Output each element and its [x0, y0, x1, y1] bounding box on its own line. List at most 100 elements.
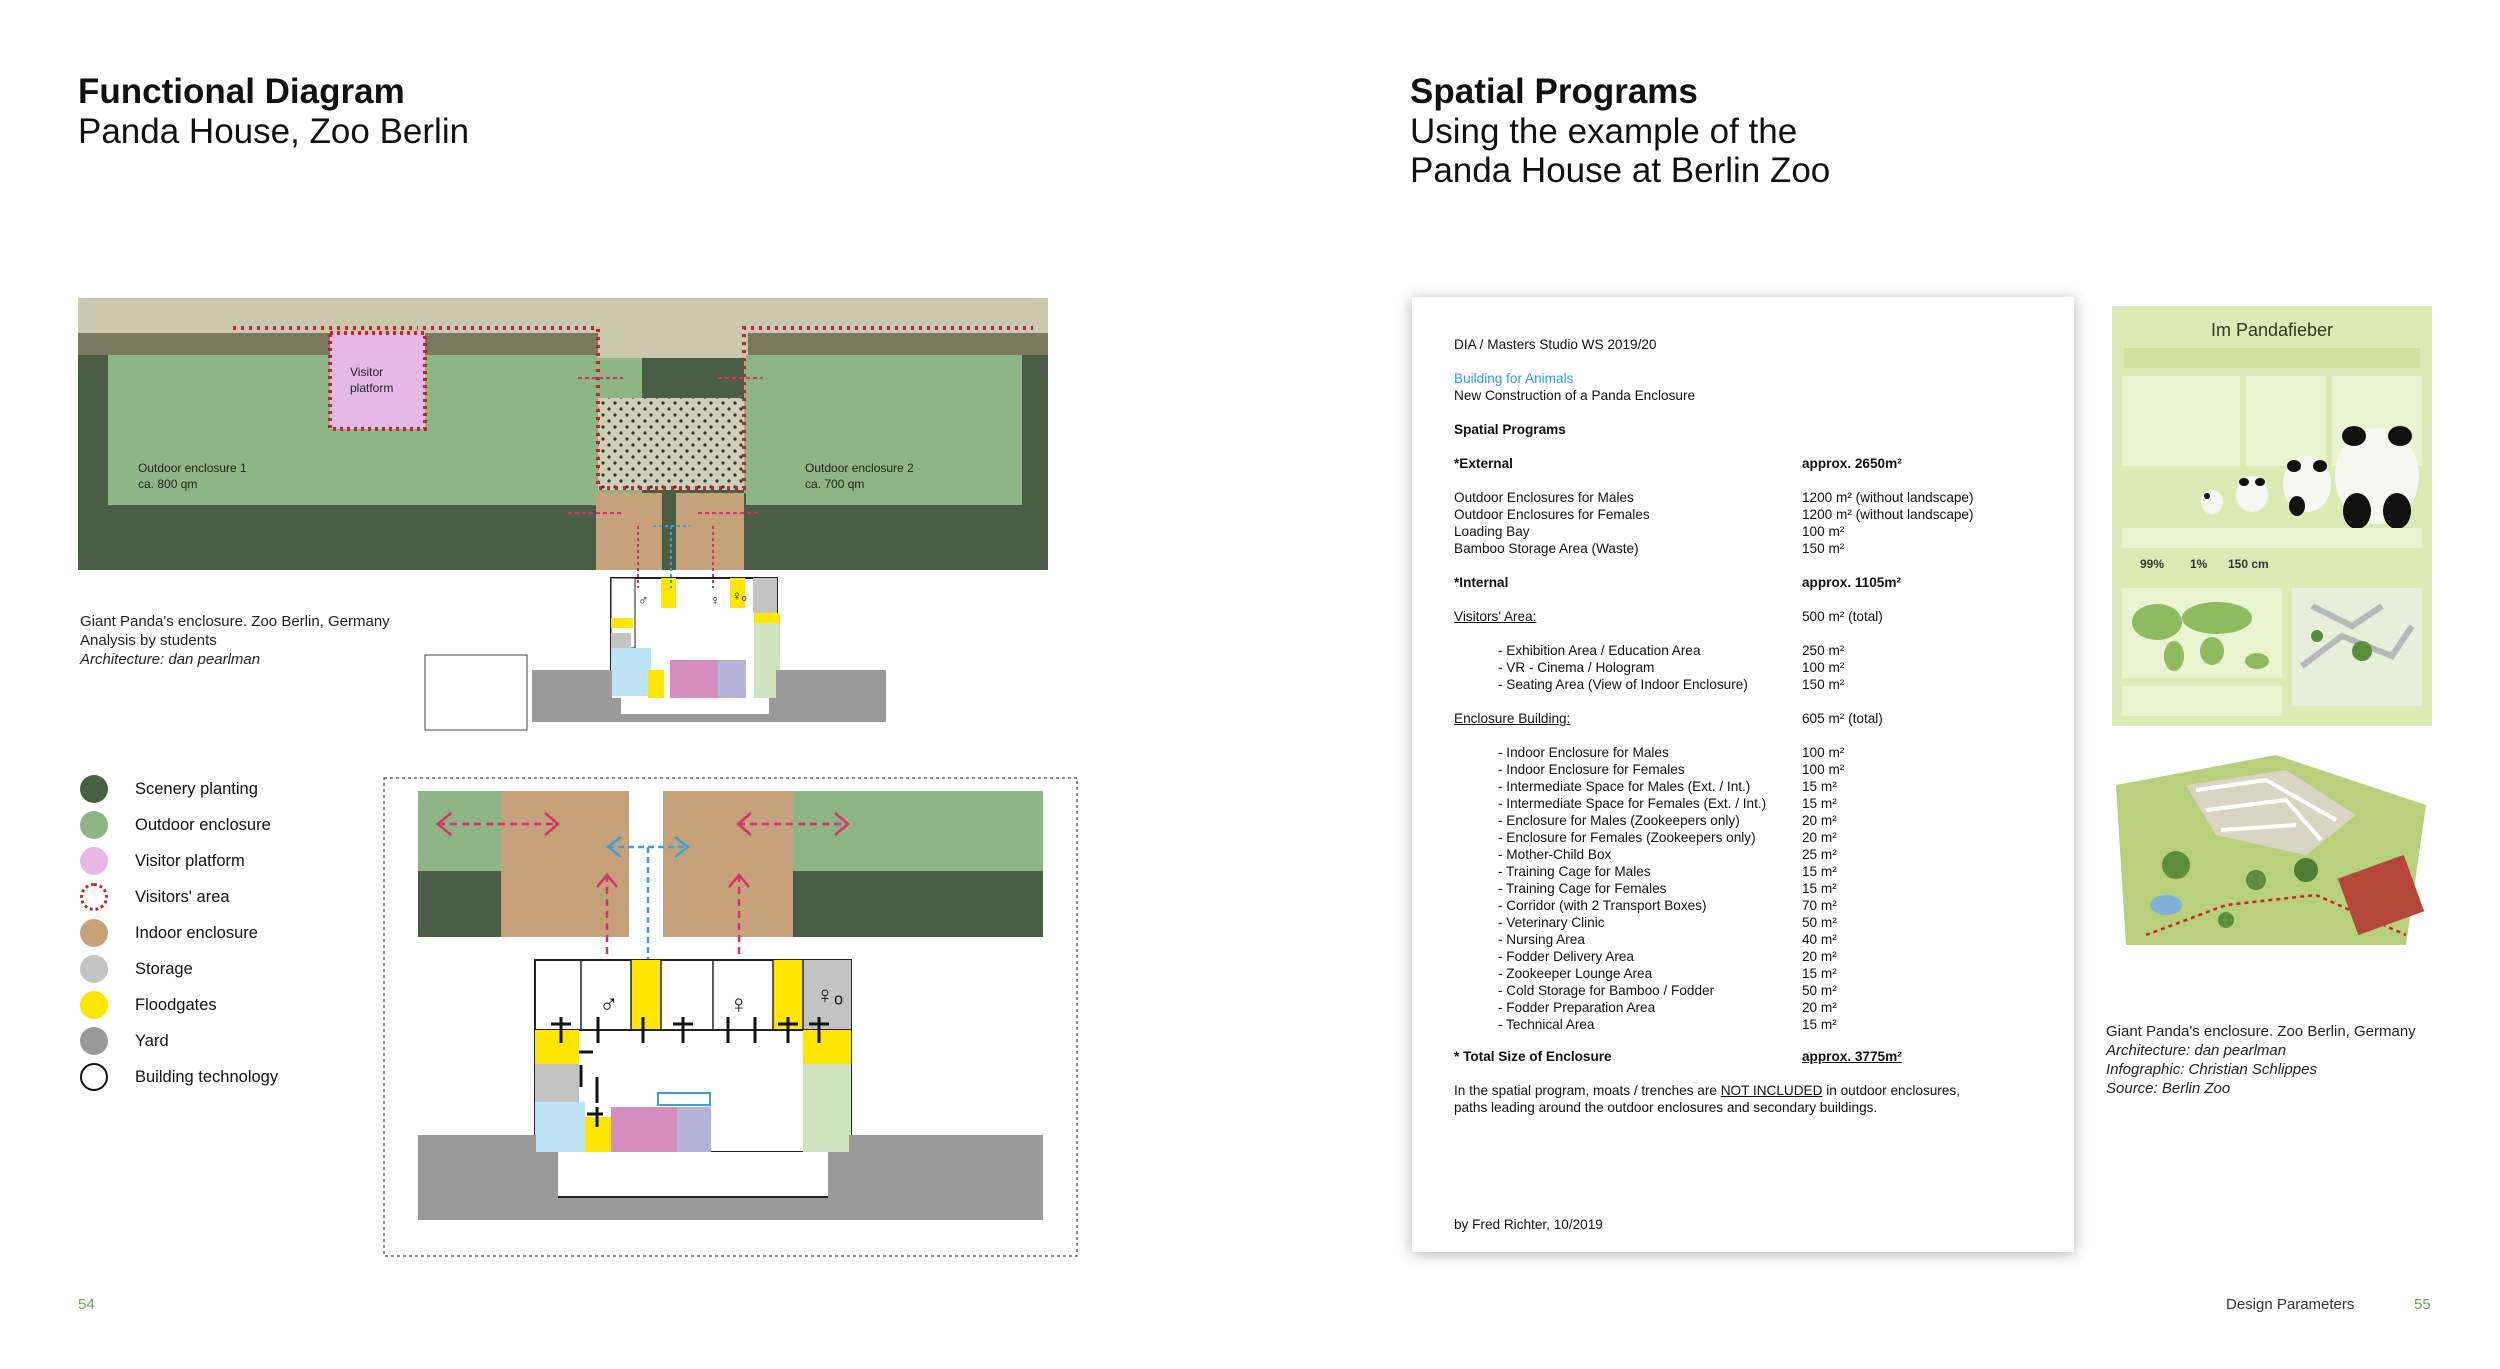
visitor-platform-label: Visitor	[350, 365, 383, 379]
legend-label: Floodgates	[135, 995, 217, 1014]
legend-item-indoor-enclosure: Indoor enclosure	[80, 918, 258, 948]
doc-external-value: 150 m²	[1802, 541, 1845, 556]
left-caption: Giant Panda's enclosure. Zoo Berlin, Ger…	[80, 612, 390, 669]
doc-enclosure-item: - Mother-Child Box	[1498, 847, 1612, 862]
doc-enclosure-item: - Technical Area	[1498, 1017, 1595, 1032]
doc-enclosure-item: - Indoor Enclosure for Females	[1498, 762, 1685, 777]
doc-enclosure-value: 40 m²	[1802, 932, 1837, 947]
male-symbol: ♂	[599, 989, 619, 1019]
left-caption-line2: Analysis by students	[80, 632, 217, 649]
legend-item-building-technology: Building technology	[80, 1062, 278, 1092]
right-subheading-line1: Using the example of the	[1410, 112, 1798, 151]
doc-enclosure-item: - Intermediate Space for Males (Ext. / I…	[1498, 779, 1751, 794]
mother-child-symbol: ♀ₒ	[816, 982, 843, 1009]
legend-item-floodgates: Floodgates	[80, 990, 217, 1020]
doc-visitors-item: - VR - Cinema / Hologram	[1498, 660, 1655, 675]
doc-enclosure-value: 100 m²	[1802, 762, 1845, 777]
doc-enclosure-item: - Cold Storage for Bamboo / Fodder	[1498, 983, 1715, 998]
doc-enclosure-value: 20 m²	[1802, 949, 1837, 964]
doc-note-line1: In the spatial program, moats / trenches…	[1454, 1083, 1960, 1099]
right-heading: Spatial Programs	[1410, 72, 1698, 111]
doc-external-item: Outdoor Enclosures for Females	[1454, 507, 1650, 522]
doc-note-emphasis: NOT INCLUDED	[1720, 1083, 1823, 1098]
doc-external-value: 1200 m² (without landscape)	[1802, 490, 1974, 505]
doc-external-value: 100 m²	[1802, 524, 1845, 539]
outdoor-enclosure-1-label: Outdoor enclosure 1	[138, 461, 247, 475]
infographic-stat: 150 cm	[2228, 557, 2269, 571]
doc-author: by Fred Richter, 10/2019	[1454, 1217, 1603, 1232]
visitor-platform-swatch	[80, 847, 108, 875]
mother-child-symbol-small: ♀ₒ	[732, 588, 747, 603]
legend-item-visitors-area: Visitors' area	[80, 882, 230, 912]
doc-header: DIA / Masters Studio WS 2019/20	[1454, 337, 1657, 352]
left-heading: Functional Diagram	[78, 72, 405, 111]
doc-enclosure-value: 15 m²	[1802, 966, 1837, 981]
doc-enclosure-value: 50 m²	[1802, 983, 1837, 998]
legend-item-scenery-planting: Scenery planting	[80, 774, 258, 804]
doc-enclosure-item: - Nursing Area	[1498, 932, 1585, 947]
storage-swatch	[80, 955, 108, 983]
yard-swatch	[80, 1027, 108, 1055]
doc-external-item: Bamboo Storage Area (Waste)	[1454, 541, 1639, 556]
doc-visitors-item: - Seating Area (View of Indoor Enclosure…	[1498, 677, 1748, 692]
doc-total-value: approx. 3775m²	[1802, 1049, 1902, 1064]
female-symbol: ♀	[729, 989, 749, 1019]
doc-enclosure-item: - Fodder Delivery Area	[1498, 949, 1634, 964]
doc-visitors-item: - Exhibition Area / Education Area	[1498, 643, 1701, 658]
outdoor-enclosure-2-label: Outdoor enclosure 2	[805, 461, 914, 475]
legend-item-storage: Storage	[80, 954, 193, 984]
doc-enclosure-item: - Training Cage for Females	[1498, 881, 1667, 896]
right-caption-line3: Infographic: Christian Schlippes	[2106, 1061, 2317, 1078]
building-technology-swatch	[80, 1063, 108, 1091]
doc-enclosure-item: - Intermediate Space for Females (Ext. /…	[1498, 796, 1767, 811]
doc-enclosure-value: 15 m²	[1802, 796, 1837, 811]
left-page-number: 54	[78, 1296, 95, 1313]
panda-infographic: Im Pandafieber 99% 1% 150 cm	[2112, 306, 2432, 726]
doc-enclosure-value: 15 m²	[1802, 779, 1837, 794]
doc-enclosure-value: 15 m²	[1802, 1017, 1837, 1032]
legend-item-visitor-platform: Visitor platform	[80, 846, 245, 876]
doc-enclosure-value: 20 m²	[1802, 813, 1837, 828]
indoor-enclosure-swatch	[80, 919, 108, 947]
outdoor-enclosure-1-area: ca. 800 qm	[138, 477, 197, 491]
legend-label: Yard	[135, 1031, 169, 1050]
female-symbol-small: ♀	[710, 592, 721, 608]
doc-visitors-value: 100 m²	[1802, 660, 1845, 675]
footer-section-label: Design Parameters	[2226, 1296, 2355, 1313]
doc-external-item: Loading Bay	[1454, 524, 1530, 539]
doc-note-text: in outdoor enclosures,	[1822, 1083, 1960, 1098]
doc-external-item: Outdoor Enclosures for Males	[1454, 490, 1634, 505]
doc-enclosure-value: 100 m²	[1802, 745, 1845, 760]
spatial-program-sheet: DIA / Masters Studio WS 2019/20 Building…	[1412, 297, 2074, 1252]
floodgates-swatch	[80, 991, 108, 1019]
doc-enclosure-item: - Enclosure for Females (Zookeepers only…	[1498, 830, 1756, 845]
legend-label: Outdoor enclosure	[135, 815, 271, 834]
doc-enclosure-item: - Indoor Enclosure for Males	[1498, 745, 1669, 760]
legend-label: Storage	[135, 959, 193, 978]
doc-enclosure-total: 605 m² (total)	[1802, 711, 1883, 726]
legend-label: Visitors' area	[135, 887, 230, 906]
doc-enclosure-item: - Corridor (with 2 Transport Boxes)	[1498, 898, 1707, 913]
legend-item-yard: Yard	[80, 1026, 169, 1056]
visitors-area-swatch	[80, 883, 108, 911]
site-plan-diagram: Visitor platform Outdoor enclosure 1 ca.…	[78, 298, 1048, 731]
doc-section-title: Spatial Programs	[1454, 422, 1566, 437]
right-caption-line1: Giant Panda's enclosure. Zoo Berlin, Ger…	[2106, 1023, 2416, 1040]
doc-visitors-total: 500 m² (total)	[1802, 609, 1883, 624]
doc-enclosure-value: 20 m²	[1802, 1000, 1837, 1015]
left-subheading: Panda House, Zoo Berlin	[78, 112, 470, 151]
right-caption: Giant Panda's enclosure. Zoo Berlin, Ger…	[2106, 1022, 2416, 1098]
right-caption-line2: Architecture: dan pearlman	[2106, 1042, 2287, 1059]
doc-external-total: approx. 2650m²	[1802, 456, 1902, 471]
male-symbol-small: ♂	[638, 592, 649, 608]
doc-enclosure-item: - Veterinary Clinic	[1498, 915, 1605, 930]
doc-visitors-value: 250 m²	[1802, 643, 1845, 658]
left-caption-line1: Giant Panda's enclosure. Zoo Berlin, Ger…	[80, 613, 390, 630]
aerial-view-illustration	[2106, 745, 2432, 955]
doc-enclosure-value: 25 m²	[1802, 847, 1837, 862]
visitor-platform-label-2: platform	[350, 381, 393, 395]
doc-project-link: Building for Animals	[1454, 371, 1574, 386]
legend-item-outdoor-enclosure: Outdoor enclosure	[80, 810, 271, 840]
doc-enclosure-item: - Zookeeper Lounge Area	[1498, 966, 1653, 981]
right-caption-line4: Source: Berlin Zoo	[2106, 1080, 2231, 1097]
